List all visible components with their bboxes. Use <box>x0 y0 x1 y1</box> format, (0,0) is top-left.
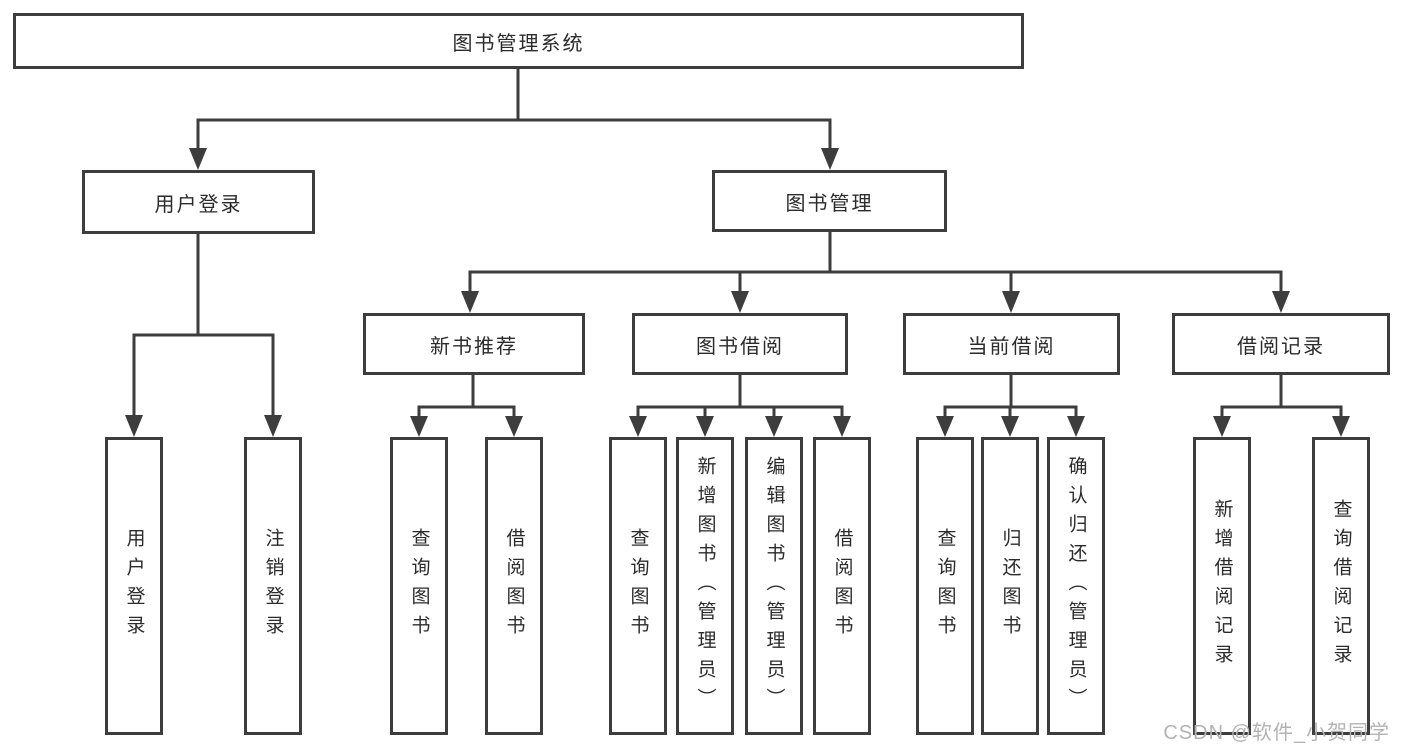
node-book-borrow-label: 图书借阅 <box>696 335 784 358</box>
node-borrow-records-label: 借阅记录 <box>1237 335 1325 358</box>
connector-book-management <box>461 230 1290 313</box>
leaf-return-book: 归还图书 <box>981 437 1039 735</box>
node-root-label: 图书管理系统 <box>452 32 585 55</box>
leaf-confirm-return-admin: 确认归还（管理员） <box>1047 437 1105 735</box>
leaf-confirm-return-admin-label: 确认归还（管理员） <box>1065 455 1087 717</box>
connector-user-login <box>125 232 282 437</box>
leaf-logout: 注销登录 <box>244 437 302 735</box>
leaf-borrow-book-label: 借阅图书 <box>831 528 853 644</box>
connector-new-book-recommend <box>410 373 523 437</box>
leaf-add-book-admin: 新增图书（管理员） <box>676 437 734 735</box>
leaf-query-book-borrow: 查询图书 <box>609 437 667 735</box>
node-current-borrow-label: 当前借阅 <box>967 335 1056 358</box>
leaf-query-borrow-record: 查询借阅记录 <box>1312 437 1370 735</box>
node-book-management-label: 图书管理 <box>785 192 874 215</box>
leaf-add-borrow-record: 新增借阅记录 <box>1193 437 1251 735</box>
leaf-borrow-book-recommend: 借阅图书 <box>485 437 543 735</box>
leaf-query-book-recommend: 查询图书 <box>390 437 448 735</box>
node-user-login-label: 用户登录 <box>154 193 243 216</box>
connector-current-borrow <box>936 373 1085 437</box>
node-book-borrow: 图书借阅 <box>632 313 848 375</box>
node-borrow-records: 借阅记录 <box>1172 313 1390 375</box>
leaf-query-book-borrow-label: 查询图书 <box>627 528 649 644</box>
leaf-query-borrow-record-label: 查询借阅记录 <box>1330 499 1352 673</box>
leaf-query-book-current-label: 查询图书 <box>934 528 956 644</box>
connector-book-borrow <box>629 373 851 437</box>
connector-borrow-records <box>1213 373 1350 437</box>
leaf-add-book-admin-label: 新增图书（管理员） <box>694 455 716 717</box>
leaf-query-book-recommend-label: 查询图书 <box>408 528 430 644</box>
leaf-edit-book-admin-label: 编辑图书（管理员） <box>763 455 785 717</box>
leaf-add-borrow-record-label: 新增借阅记录 <box>1211 499 1233 673</box>
leaf-logout-label: 注销登录 <box>262 528 284 644</box>
node-new-book-recommend: 新书推荐 <box>363 313 585 375</box>
leaf-edit-book-admin: 编辑图书（管理员） <box>745 437 803 735</box>
node-new-book-recommend-label: 新书推荐 <box>430 335 518 358</box>
leaf-user-login-label: 用户登录 <box>123 528 145 644</box>
node-root: 图书管理系统 <box>13 13 1024 69</box>
connector-root <box>189 67 839 170</box>
csdn-watermark: CSDN @软件_小贺同学 <box>1163 722 1390 744</box>
leaf-query-book-current: 查询图书 <box>916 437 974 735</box>
node-user-login: 用户登录 <box>82 170 315 234</box>
node-current-borrow: 当前借阅 <box>903 313 1120 375</box>
leaf-borrow-book: 借阅图书 <box>813 437 871 735</box>
leaf-return-book-label: 归还图书 <box>999 528 1021 644</box>
node-book-management: 图书管理 <box>712 170 947 232</box>
leaf-borrow-book-recommend-label: 借阅图书 <box>503 528 525 644</box>
leaf-user-login: 用户登录 <box>105 437 163 735</box>
